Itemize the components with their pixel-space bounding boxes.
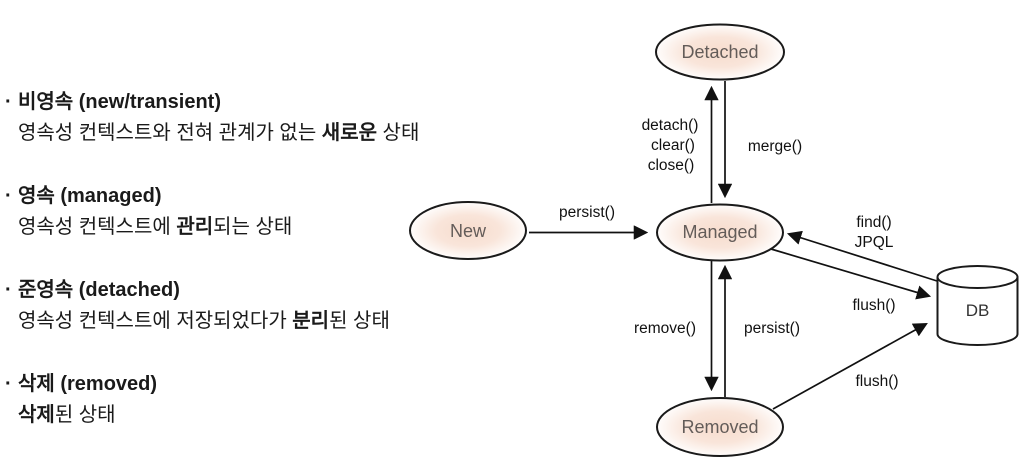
- edge-find-db-to-managed: [786, 230, 938, 282]
- note-body-text: 되는 상태: [213, 216, 293, 238]
- node-managed: [656, 203, 784, 262]
- note-body: 영속성 컨텍스트에 관리되는 상태: [18, 212, 560, 243]
- edge-label-close: close(): [648, 157, 695, 174]
- note-body: 삭제된 상태: [18, 400, 560, 431]
- node-label-db: DB: [966, 301, 990, 320]
- edge-label-flush-managed: flush(): [852, 297, 895, 314]
- node-detached: [655, 23, 785, 81]
- note-body: 영속성 컨텍스트와 전혀 관계가 없는 새로운 상태: [18, 118, 560, 149]
- note-title: 비영속 (new/transient): [18, 91, 221, 113]
- node-new: [409, 201, 527, 260]
- edge-label-persist-removed: persist(): [744, 320, 800, 337]
- note-body-emphasis: 삭제: [18, 404, 55, 426]
- list-item: · 영속 (managed) 영속성 컨텍스트에 관리되는 상태: [0, 181, 560, 243]
- edge-label-jpql: JPQL: [855, 234, 894, 251]
- note-body-text: 영속성 컨텍스트에 저장되었다가: [18, 310, 293, 332]
- note-body-text: 된 상태: [54, 404, 116, 426]
- edge-flush-managed-to-db: [770, 248, 932, 300]
- bullet-dot: ·: [5, 91, 12, 113]
- edge-label-detach: detach(): [642, 117, 699, 134]
- edge-label-remove: remove(): [634, 320, 696, 337]
- node-label-removed: Removed: [681, 417, 758, 437]
- list-item: · 비영속 (new/transient) 영속성 컨텍스트와 전혀 관계가 없…: [0, 87, 560, 149]
- bullet-dot: ·: [5, 373, 12, 395]
- list-item: · 삭제 (removed) 삭제된 상태: [0, 369, 560, 431]
- bullet-dot: ·: [5, 279, 12, 301]
- notes-panel: · 비영속 (new/transient) 영속성 컨텍스트와 전혀 관계가 없…: [0, 87, 560, 463]
- edge-label-flush-removed: flush(): [855, 373, 898, 390]
- note-body-emphasis: 관리: [176, 216, 214, 238]
- bullet-dot: ·: [5, 185, 12, 207]
- note-body-emphasis: 분리: [292, 310, 330, 332]
- note-body-emphasis: 새로운: [321, 122, 377, 144]
- edge-flush-removed-to-db: [772, 322, 928, 410]
- node-label-new: New: [450, 221, 487, 241]
- note-title: 삭제 (removed): [18, 373, 158, 395]
- note-body-text: 영속성 컨텍스트와 전혀 관계가 없는: [18, 122, 322, 144]
- edge-label-clear: clear(): [651, 137, 695, 154]
- db-cylinder-icon: [936, 277, 1019, 346]
- node-removed: [656, 397, 784, 457]
- db-cylinder-top-icon: [936, 265, 1019, 289]
- list-item: · 준영속 (detached) 영속성 컨텍스트에 저장되었다가 분리된 상태: [0, 275, 560, 337]
- node-label-managed: Managed: [682, 222, 757, 242]
- note-title: 준영속 (detached): [18, 279, 180, 301]
- edge-label-find: find(): [856, 214, 891, 231]
- note-title: 영속 (managed): [18, 185, 162, 207]
- node-label-detached: Detached: [681, 42, 758, 62]
- note-body-text: 상태: [377, 122, 420, 144]
- edge-label-persist-new: persist(): [559, 204, 615, 221]
- note-body-text: 영속성 컨텍스트에: [18, 216, 177, 238]
- note-body-text: 된 상태: [329, 310, 390, 332]
- node-db: [936, 265, 1019, 346]
- edge-label-merge: merge(): [748, 138, 802, 155]
- note-body: 영속성 컨텍스트에 저장되었다가 분리된 상태: [18, 306, 560, 337]
